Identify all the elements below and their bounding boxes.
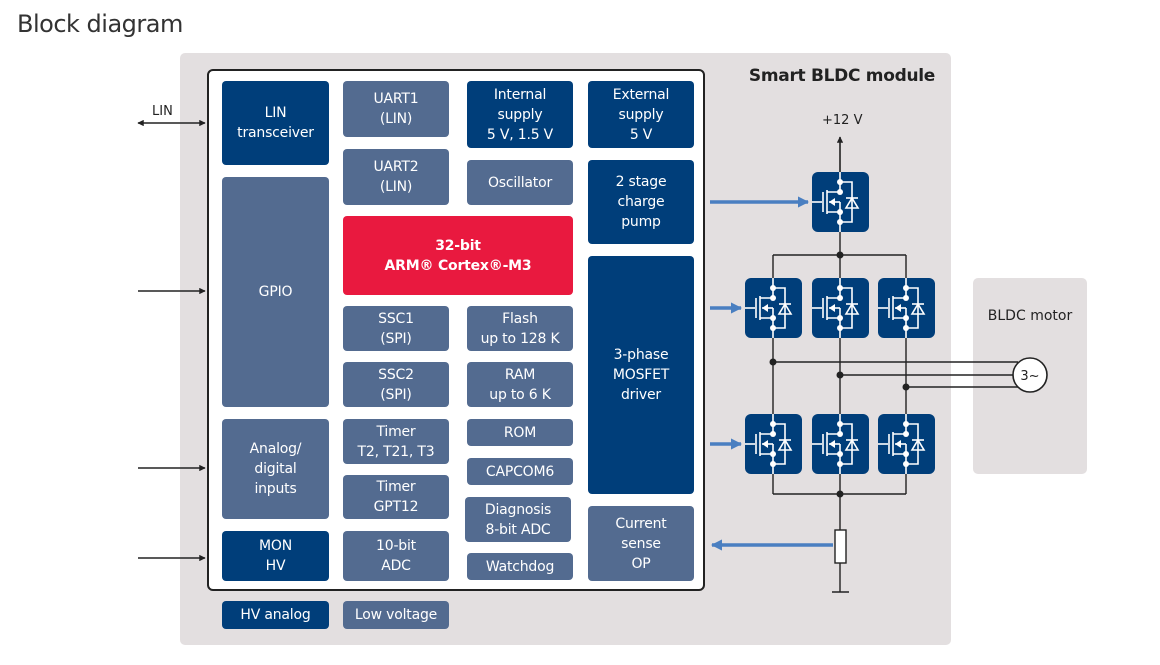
block-ssc1: SSC1 (SPI) — [343, 306, 449, 351]
module-title: Smart BLDC module — [748, 66, 935, 86]
lin-signal-label: LIN — [152, 104, 173, 119]
page-title: Block diagram — [17, 10, 183, 38]
block-analog-digital-inputs: Analog/ digital inputs — [222, 419, 329, 519]
supply-12v-label: +12 V — [822, 113, 863, 128]
block-oscillator: Oscillator — [467, 160, 573, 205]
block-ssc2: SSC2 (SPI) — [343, 362, 449, 407]
mosfet-icon-low-v — [811, 413, 870, 475]
block-internal-supply: Internal supply 5 V, 1.5 V — [467, 81, 573, 148]
block-current-sense-op: Current sense OP — [588, 506, 694, 581]
block-timer-t2-t21-t3: Timer T2, T21, T3 — [343, 419, 449, 464]
block-external-supply: External supply 5 V — [588, 81, 694, 148]
block-gpio: GPIO — [222, 177, 329, 407]
mosfet-icon-high-v — [811, 277, 870, 339]
block-charge-pump: 2 stage charge pump — [588, 160, 694, 244]
block-mon-hv: MON HV — [222, 531, 329, 581]
block-3phase-mosfet-driver: 3-phase MOSFET driver — [588, 256, 694, 494]
mosfet-icon-high-u — [744, 277, 803, 339]
motor-symbol — [1012, 357, 1048, 393]
block-timer-gpt12: Timer GPT12 — [343, 475, 449, 519]
block-diagnosis-adc: Diagnosis 8-bit ADC — [465, 497, 571, 542]
block-flash: Flash up to 128 K — [467, 306, 573, 351]
mosfet-icon-high-w — [877, 277, 936, 339]
mosfet-icon-supply — [811, 171, 870, 233]
block-rom: ROM — [467, 419, 573, 446]
legend-low-voltage: Low voltage — [343, 601, 449, 629]
block-10bit-adc: 10-bit ADC — [343, 531, 449, 581]
block-ram: RAM up to 6 K — [467, 362, 573, 407]
bldc-motor-label: BLDC motor — [987, 308, 1073, 324]
block-uart1: UART1 (LIN) — [343, 81, 449, 137]
block-cpu-arm-cortex-m3: 32-bit ARM® Cortex®-M3 — [343, 216, 573, 295]
mosfet-icon-low-u — [744, 413, 803, 475]
block-lin-transceiver: LIN transceiver — [222, 81, 329, 165]
legend-hv-analog: HV analog — [222, 601, 329, 629]
block-uart2: UART2 (LIN) — [343, 149, 449, 205]
shunt-resistor — [834, 529, 847, 564]
block-capcom6: CAPCOM6 — [467, 458, 573, 485]
mosfet-icon-low-w — [877, 413, 936, 475]
motor-symbol-text: 3~ — [1020, 369, 1039, 384]
block-watchdog: Watchdog — [467, 553, 573, 580]
